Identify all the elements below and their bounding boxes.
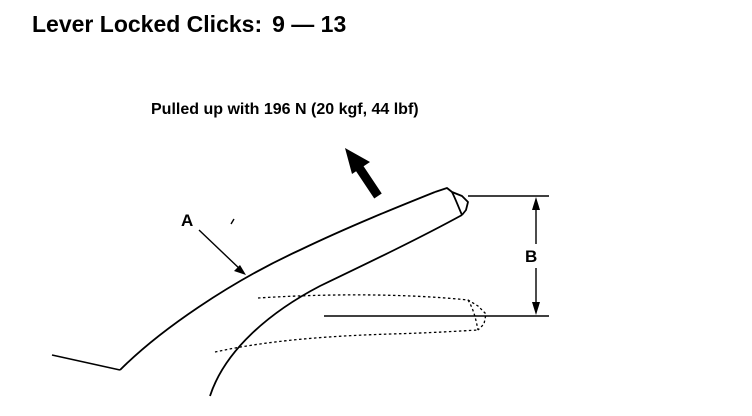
heading-value: 9 — 13: [272, 11, 347, 37]
dimension-b: [324, 195, 549, 317]
lever-lowered: [214, 294, 487, 353]
label-a: A: [181, 211, 194, 230]
lever-base-line: [51, 354, 121, 371]
label-b: B: [525, 247, 538, 266]
force-caption: Pulled up with 196 N (20 kgf, 44 lbf): [151, 101, 419, 118]
leader-a: [198, 229, 246, 275]
heading-label: Lever Locked Clicks:: [32, 11, 263, 37]
page-title: Lever Locked Clicks: 9 — 13: [32, 11, 346, 38]
lever-raised: [119, 187, 469, 397]
stray-mark: [230, 218, 235, 225]
pull-direction-arrow: [345, 148, 382, 199]
